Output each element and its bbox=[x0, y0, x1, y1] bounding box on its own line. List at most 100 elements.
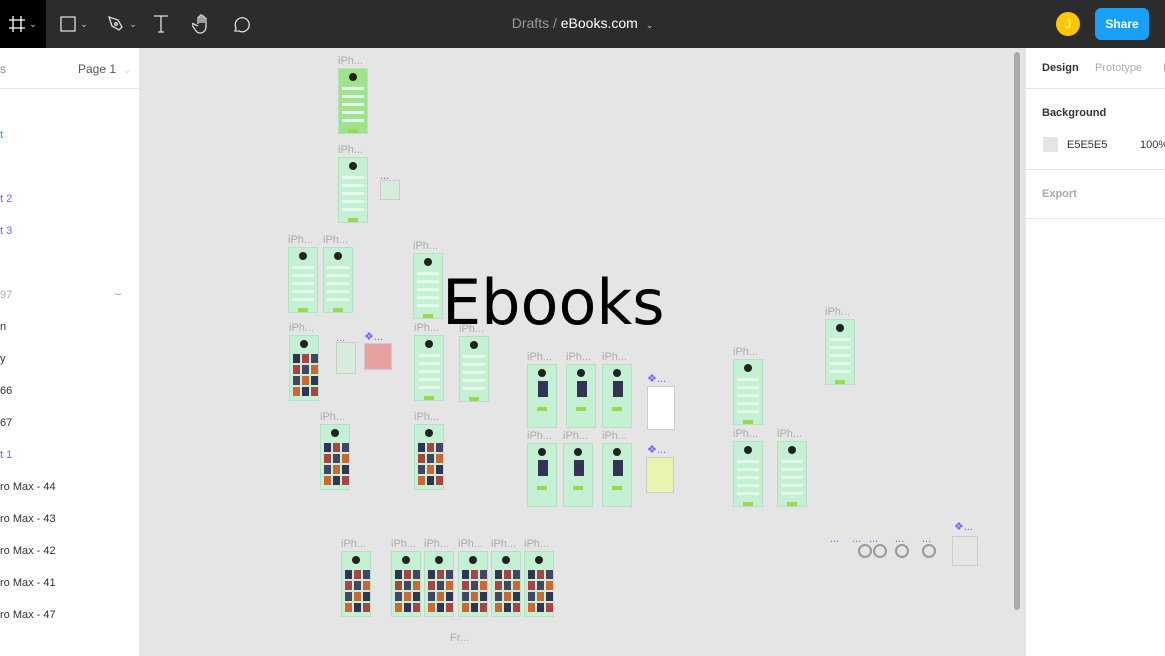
shape-tool-button[interactable]: ⌄ bbox=[54, 0, 94, 48]
frame-label[interactable]: iPh... bbox=[602, 430, 628, 442]
frame-label[interactable]: iPh... bbox=[414, 322, 440, 334]
phone-frame[interactable] bbox=[566, 364, 596, 428]
component-frame[interactable] bbox=[380, 180, 400, 200]
phone-frame[interactable] bbox=[424, 551, 454, 617]
phone-frame[interactable] bbox=[323, 247, 353, 313]
phone-frame[interactable] bbox=[527, 364, 557, 428]
frame-label[interactable]: iPh... bbox=[289, 322, 315, 334]
phone-frame[interactable] bbox=[341, 551, 371, 617]
text-tool-button[interactable] bbox=[150, 0, 172, 48]
frame-label[interactable]: iPh... bbox=[414, 411, 440, 423]
frame-label[interactable]: iPh... bbox=[391, 538, 417, 550]
layer-item[interactable]: t 2 bbox=[0, 193, 12, 205]
tab-prototype[interactable]: Prototype bbox=[1095, 62, 1143, 74]
component-label[interactable]: ❖... bbox=[647, 443, 666, 456]
phone-frame[interactable] bbox=[338, 157, 368, 223]
frame-label[interactable]: iPh... bbox=[527, 430, 553, 442]
avatar[interactable]: J bbox=[1056, 12, 1080, 36]
comment-tool-button[interactable] bbox=[230, 0, 252, 48]
phone-frame[interactable] bbox=[289, 335, 319, 401]
phone-frame[interactable] bbox=[458, 551, 488, 617]
component-label[interactable]: ❖... bbox=[364, 330, 383, 343]
component-label[interactable]: ... bbox=[336, 332, 345, 344]
layer-item[interactable]: 67 bbox=[0, 417, 12, 429]
layer-item[interactable]: t bbox=[0, 129, 3, 141]
breadcrumb-drafts[interactable]: Drafts bbox=[511, 15, 550, 31]
background-hex-input[interactable]: E5E5E5 bbox=[1067, 139, 1108, 151]
component-frame[interactable] bbox=[336, 342, 356, 374]
frame-label[interactable]: iPh... bbox=[491, 538, 517, 550]
component-label[interactable]: ... bbox=[922, 533, 932, 545]
layer-item[interactable]: t 1 bbox=[0, 449, 12, 461]
frame-label[interactable]: iPh... bbox=[323, 234, 349, 246]
component-frame[interactable] bbox=[646, 457, 674, 493]
component-frame[interactable] bbox=[952, 536, 978, 566]
phone-frame[interactable] bbox=[459, 336, 489, 402]
page-selector[interactable]: Page 1 ⌄ bbox=[78, 62, 131, 76]
component-frame[interactable] bbox=[364, 343, 392, 370]
hand-tool-button[interactable] bbox=[190, 0, 214, 48]
phone-frame[interactable] bbox=[320, 424, 350, 490]
component-label[interactable]: ... bbox=[830, 533, 840, 545]
phone-frame[interactable] bbox=[338, 68, 368, 134]
phone-frame[interactable] bbox=[491, 551, 521, 617]
phone-frame[interactable] bbox=[733, 359, 763, 425]
phone-frame[interactable] bbox=[733, 441, 763, 507]
component-label[interactable]: ❖... bbox=[954, 520, 973, 533]
frame-label[interactable]: iPh... bbox=[602, 351, 628, 363]
tab-design[interactable]: Design bbox=[1042, 62, 1079, 74]
component-label[interactable]: ... bbox=[380, 170, 389, 182]
layer-item[interactable]: y bbox=[0, 353, 6, 365]
phone-frame[interactable] bbox=[414, 335, 444, 401]
frame-label[interactable]: iPh... bbox=[777, 428, 803, 440]
layer-item[interactable]: ro Max - 44 bbox=[0, 481, 56, 493]
phone-frame[interactable] bbox=[602, 364, 632, 428]
frame-label[interactable]: iPh... bbox=[825, 306, 851, 318]
frame-label[interactable]: iPh... bbox=[563, 430, 589, 442]
background-opacity-input[interactable]: 100% bbox=[1140, 139, 1165, 151]
phone-frame[interactable] bbox=[524, 551, 554, 617]
layer-item[interactable]: 66 bbox=[0, 385, 12, 397]
loading-spinner-icon[interactable] bbox=[922, 544, 936, 558]
frame-label[interactable]: iPh... bbox=[338, 144, 364, 156]
layer-item[interactable]: 97 bbox=[0, 289, 12, 301]
phone-frame[interactable] bbox=[602, 443, 632, 507]
layer-item[interactable]: t 3 bbox=[0, 225, 12, 237]
frame-label[interactable]: iPh... bbox=[733, 428, 759, 440]
frame-label[interactable]: iPh... bbox=[341, 538, 367, 550]
component-label[interactable]: ... bbox=[895, 533, 905, 545]
frame-label[interactable]: iPh... bbox=[527, 351, 553, 363]
frame-label[interactable]: iPh... bbox=[524, 538, 550, 550]
tab-inspect[interactable]: I bbox=[1163, 62, 1165, 74]
loading-spinner-icon[interactable] bbox=[873, 544, 887, 558]
component-frame[interactable] bbox=[647, 386, 675, 430]
phone-frame[interactable] bbox=[825, 319, 855, 385]
frame-tool-button[interactable]: ⌄ bbox=[0, 0, 46, 48]
layers-tab[interactable]: s bbox=[0, 62, 6, 76]
share-button[interactable]: Share bbox=[1095, 8, 1149, 40]
frame-label[interactable]: iPh... bbox=[288, 234, 314, 246]
vertical-scrollbar[interactable] bbox=[1014, 52, 1020, 610]
component-label[interactable]: ❖... bbox=[647, 372, 666, 385]
chevron-down-icon[interactable]: ⌄ bbox=[645, 20, 654, 30]
phone-frame[interactable] bbox=[413, 253, 443, 319]
canvas[interactable]: Ebooks iPh...iPh...iPh...iPh...iPh...iPh… bbox=[141, 48, 1025, 656]
frame-label[interactable]: iPh... bbox=[413, 240, 439, 252]
phone-frame[interactable] bbox=[391, 551, 421, 617]
phone-frame[interactable] bbox=[527, 443, 557, 507]
loading-spinner-icon[interactable] bbox=[895, 544, 909, 558]
layer-item[interactable]: ro Max - 41 bbox=[0, 577, 56, 589]
component-label[interactable]: ... bbox=[869, 533, 879, 545]
pen-tool-button[interactable]: ⌄ bbox=[102, 0, 142, 48]
layer-item[interactable]: n bbox=[0, 321, 6, 333]
hidden-eye-icon[interactable]: ⌣ bbox=[114, 286, 122, 300]
frame-label[interactable]: iPh... bbox=[458, 538, 484, 550]
phone-frame[interactable] bbox=[563, 443, 593, 507]
layer-item[interactable]: ro Max - 42 bbox=[0, 545, 56, 557]
frame-label[interactable]: iPh... bbox=[338, 55, 364, 67]
phone-frame[interactable] bbox=[414, 424, 444, 490]
phone-frame[interactable] bbox=[777, 441, 807, 507]
background-swatch[interactable] bbox=[1043, 137, 1058, 152]
file-name[interactable]: eBooks.com bbox=[560, 15, 638, 31]
frame-label[interactable]: iPh... bbox=[320, 411, 346, 423]
